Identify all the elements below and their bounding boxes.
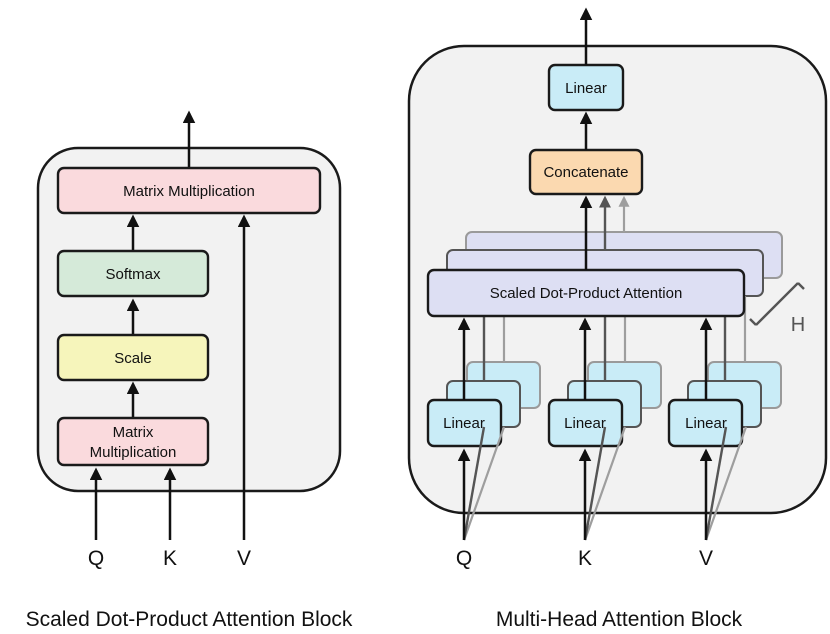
linear-q-label: Linear: [443, 415, 485, 432]
scale-box: [56, 333, 210, 382]
k-fan-mid: [583, 426, 607, 541]
matrix-multiplication-bottom-box: [56, 416, 210, 467]
matrix-multiplication-bottom-label-2: Multiplication: [90, 444, 177, 461]
k-fan-light: [583, 426, 627, 541]
linear-k-label: Linear: [564, 415, 606, 432]
right-input-k: K: [578, 547, 592, 570]
right-input-v: V: [699, 547, 713, 570]
left-input-k: K: [163, 547, 177, 570]
q-fan-light: [462, 426, 506, 541]
scaled-dot-product-attention-label: Scaled Dot-Product Attention: [490, 285, 683, 302]
linear-v-label: Linear: [685, 415, 727, 432]
k-input-fan: [578, 426, 627, 541]
head-count-bracket-icon: [749, 282, 805, 326]
multi-head-block: Scaled Dot-Product Attention H Linear Li…: [407, 7, 828, 631]
matrix-multiplication-top-label: Matrix Multiplication: [123, 183, 255, 200]
right-input-q: Q: [456, 547, 472, 570]
scaled-dot-product-block: Matrix Multiplication Softmax Scale Matr…: [26, 110, 353, 631]
matrix-multiplication-top-box: [56, 166, 322, 215]
concatenate-label: Concatenate: [543, 164, 628, 181]
v-fan-mid: [704, 426, 728, 541]
softmax-box: [56, 249, 210, 298]
v-input-fan: [699, 426, 748, 541]
output-linear-label: Linear: [565, 80, 607, 97]
head-count-label: H: [791, 314, 805, 336]
v-fan-light: [704, 426, 748, 541]
right-caption: Multi-Head Attention Block: [496, 608, 743, 631]
matrix-multiplication-bottom-label-1: Matrix: [113, 424, 154, 441]
left-input-v: V: [237, 547, 251, 570]
left-input-q: Q: [88, 547, 104, 570]
left-caption: Scaled Dot-Product Attention Block: [26, 608, 353, 631]
scale-label: Scale: [114, 350, 152, 367]
q-input-fan: [457, 426, 506, 541]
q-fan-mid: [462, 426, 486, 541]
softmax-label: Softmax: [105, 266, 161, 283]
